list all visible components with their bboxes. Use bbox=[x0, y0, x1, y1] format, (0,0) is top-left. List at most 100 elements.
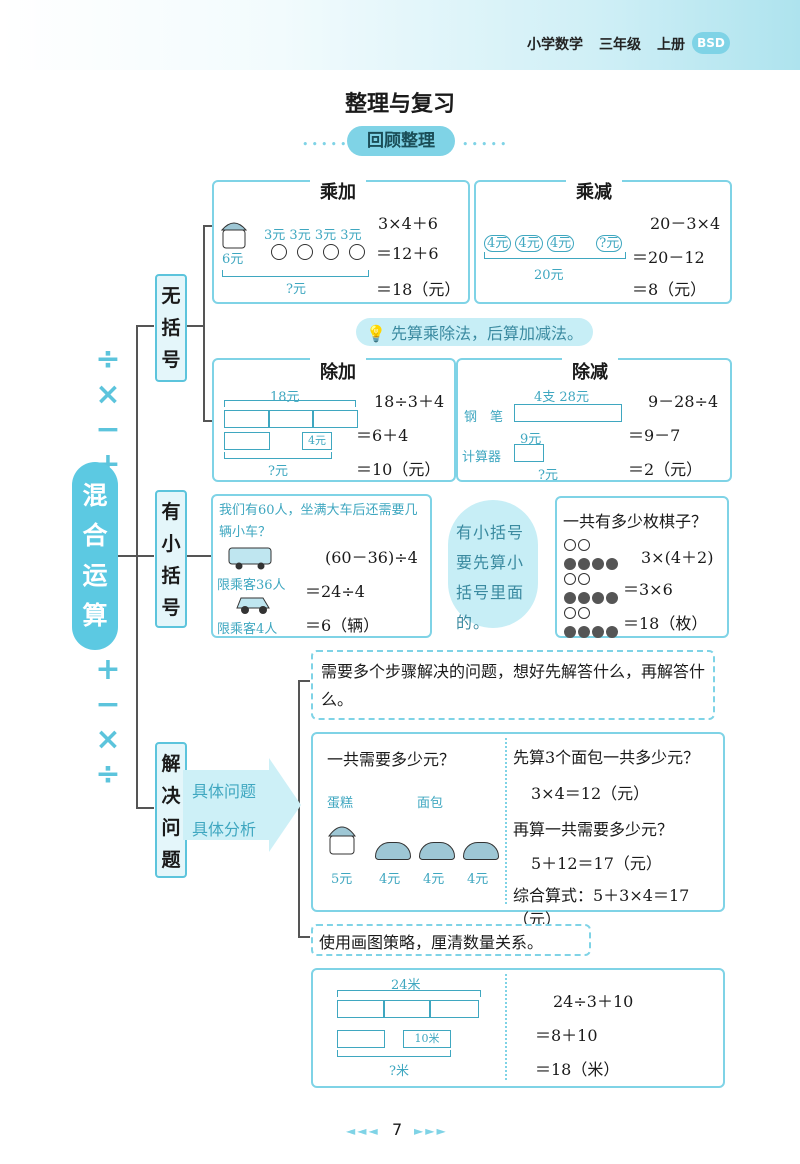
bar-seg bbox=[337, 1030, 385, 1048]
chess-row-3 bbox=[563, 604, 619, 642]
eq-line-2: ＝6＋4 bbox=[356, 426, 409, 445]
page-title: 整理与复习 bbox=[344, 92, 455, 117]
connector bbox=[136, 325, 154, 327]
eq-line-3: ＝18（米） bbox=[535, 1060, 620, 1079]
eq-line-1: 20－3×4 bbox=[650, 214, 721, 233]
div-add-card: 除加 18元 4元 ?元 18÷3＋4 ＝6＋4 ＝10（元） bbox=[212, 358, 456, 482]
eq-line-3: ＝18（枚） bbox=[623, 614, 708, 633]
eq-2: 5＋12＝17（元） bbox=[531, 854, 662, 873]
eq-line-2: ＝3×6 bbox=[623, 580, 673, 599]
question-label: ?米 bbox=[389, 1064, 409, 1079]
coin-row: 4元 4元 4元 ?元 bbox=[484, 232, 623, 252]
subject-label: 小学数学 bbox=[527, 37, 583, 53]
connector bbox=[203, 420, 213, 422]
times-symbol: × bbox=[95, 377, 121, 412]
eq-line-1: 24÷3＋10 bbox=[553, 992, 634, 1011]
bus-icon bbox=[228, 547, 272, 570]
page-arrows-right: ►►► bbox=[414, 1124, 448, 1138]
eq-line-1: 3×(4＋2) bbox=[641, 548, 714, 567]
connector bbox=[186, 555, 211, 557]
page-arrows-left: ◄◄◄ bbox=[346, 1124, 380, 1138]
bread-price: 4元 bbox=[423, 872, 445, 887]
minus-symbol: − bbox=[95, 412, 121, 447]
eq-line-2: ＝8＋10 bbox=[535, 1026, 598, 1045]
eq-line-3: ＝10（元） bbox=[356, 460, 441, 479]
bread-icon bbox=[419, 842, 455, 860]
header-band bbox=[0, 0, 800, 70]
cake-label: 蛋糕 bbox=[327, 796, 354, 811]
cake-price: 6元 bbox=[222, 252, 244, 267]
draw-tip: 使用画图策略，厘清数量关系。 bbox=[319, 933, 544, 952]
center-label: 混合 运算 bbox=[72, 462, 118, 650]
page-number: 7 bbox=[392, 1120, 403, 1139]
mul-sub-card: 乘减 4元 4元 4元 ?元 20元 20－3×4 ＝20－12 ＝8（元） bbox=[474, 178, 732, 304]
pen-info: 4支 28元 bbox=[534, 390, 589, 405]
solve-label-2: 具体分析 bbox=[192, 820, 257, 839]
divide-symbol: ÷ bbox=[95, 757, 121, 792]
top-symbols: ÷ × − + bbox=[93, 342, 123, 482]
combined: 综合算式：5＋3×4＝17（元） bbox=[513, 886, 690, 929]
category-bracket: 有小括号 bbox=[155, 490, 187, 628]
bus-question: 我们有60人，坐满大车后还需要几辆小车？ bbox=[219, 503, 418, 540]
plus-symbol: + bbox=[95, 652, 121, 687]
bus-card: 我们有60人，坐满大车后还需要几辆小车？ 限乘客36人 限乘客4人 (60－36… bbox=[211, 494, 432, 638]
eq-line-2: ＝24÷4 bbox=[305, 582, 365, 601]
connector bbox=[298, 936, 310, 938]
bread-label: 面包 bbox=[417, 796, 444, 811]
part-seg: 4元 bbox=[302, 432, 332, 450]
divide-symbol: ÷ bbox=[95, 342, 121, 377]
part-seg: 10米 bbox=[403, 1030, 451, 1048]
bottom-symbols: + − × ÷ bbox=[93, 652, 123, 792]
divider bbox=[505, 738, 507, 904]
connector bbox=[136, 807, 154, 809]
question-label: ?元 bbox=[268, 464, 288, 479]
bar-seg bbox=[312, 410, 358, 428]
eq-line-1: 18÷3＋4 bbox=[374, 392, 445, 411]
price-row: 3元 3元 3元 3元 bbox=[264, 228, 362, 243]
cake-icon bbox=[220, 222, 248, 249]
chess-card: 一共有多少枚棋子？ 3×(4＋2) ＝3×6 ＝18（枚） bbox=[555, 496, 729, 638]
calc-label: 计算器 bbox=[462, 450, 502, 465]
lightbulb-icon: 💡 bbox=[366, 324, 386, 343]
pen-bar bbox=[514, 404, 622, 422]
bus-limit: 限乘客36人 bbox=[217, 578, 286, 593]
bakery-card: 一共需要多少元？ 蛋糕 面包 5元 4元 4元 4元 先算3个面包一共多少元？ … bbox=[311, 732, 725, 929]
steps-tip-box: 需要多个步骤解决的问题，想好先解答什么，再解答什么。 bbox=[311, 650, 715, 720]
connector bbox=[203, 225, 213, 227]
div-add-tab: 除加 bbox=[310, 358, 366, 384]
car-icon bbox=[236, 597, 270, 614]
bread-icon bbox=[375, 842, 411, 860]
arrow-tip bbox=[269, 758, 301, 852]
ribbon-card: 24米 10米 ?米 24÷3＋10 ＝8＋10 ＝18（米） bbox=[311, 968, 725, 1088]
div-sub-card: 除减 4支 28元 钢 笔 9元 计算器 ?元 9－28÷4 ＝9－7 ＝2（元… bbox=[456, 358, 732, 483]
steps-tip: 需要多个步骤解决的问题，想好先解答什么，再解答什么。 bbox=[321, 662, 706, 709]
step-2: 再算一共需要多少元？ bbox=[513, 820, 674, 839]
bar-seg bbox=[224, 432, 270, 450]
bun-circles bbox=[266, 244, 370, 264]
eq-line-2: ＝20－12 bbox=[632, 248, 705, 267]
eq-line-3: ＝18（元） bbox=[376, 280, 461, 299]
edition-badge: BSD bbox=[692, 32, 730, 54]
solve-label-1: 具体问题 bbox=[192, 782, 257, 801]
eq-line-1: 9－28÷4 bbox=[648, 392, 719, 411]
bread-price: 4元 bbox=[379, 872, 401, 887]
hint-no-bracket: 💡 先算乘除法，后算加减法。 bbox=[356, 318, 594, 346]
calc-bar bbox=[514, 444, 544, 462]
eq-line-1: (60－36)÷4 bbox=[325, 548, 418, 567]
draw-tip-box: 使用画图策略，厘清数量关系。 bbox=[311, 924, 591, 956]
times-symbol: × bbox=[95, 722, 121, 757]
bracket-line bbox=[337, 1050, 451, 1057]
chess-row-1 bbox=[563, 536, 619, 574]
bar-seg bbox=[268, 410, 314, 428]
chess-question: 一共有多少枚棋子？ bbox=[563, 512, 708, 531]
bakery-question: 一共需要多少元？ bbox=[327, 750, 456, 769]
div-sub-tab: 除减 bbox=[562, 358, 618, 384]
eq-line-3: ＝6（辆） bbox=[305, 616, 380, 635]
eq-line-1: 3×4＋6 bbox=[378, 214, 438, 233]
question-label: ?元 bbox=[286, 282, 306, 297]
divider bbox=[505, 974, 507, 1080]
connector bbox=[298, 680, 310, 682]
question-label: ?元 bbox=[538, 468, 558, 483]
mul-sub-tab: 乘减 bbox=[566, 178, 622, 204]
cake-price: 5元 bbox=[331, 872, 353, 887]
